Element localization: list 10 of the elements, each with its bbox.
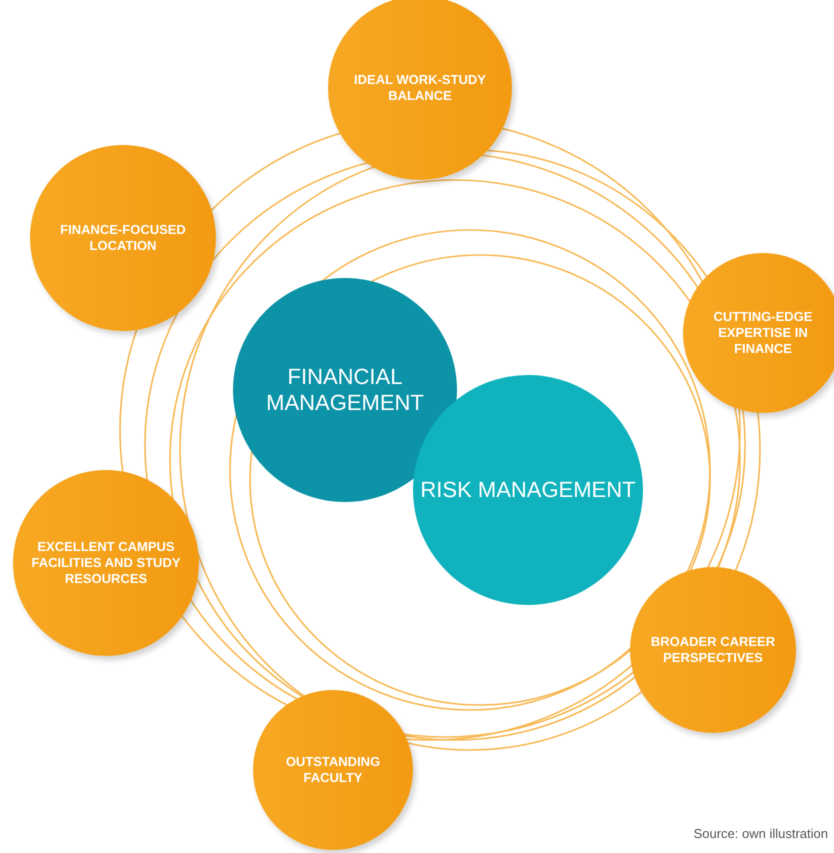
- circle-label: EXCELLENT CAMPUS FACILITIES AND STUDY RESOURCES: [30, 538, 182, 588]
- circle-label: OUTSTANDING FACULTY: [284, 754, 382, 786]
- circle-label: RISK MANAGEMENT: [420, 476, 636, 504]
- circle-label: BROADER CAREER PERSPECTIVES: [650, 634, 776, 666]
- circle-label: CUTTING-EDGE EXPERTISE IN FINANCE: [712, 308, 814, 358]
- circle-label: IDEAL WORK-STUDY BALANCE: [353, 72, 487, 104]
- circle-label: FINANCE-FOCUSED LOCATION: [59, 222, 187, 254]
- source-caption: Source: own illustration: [694, 826, 828, 841]
- circle-label: FINANCIAL MANAGEMENT: [265, 364, 425, 416]
- topic-circle: [683, 253, 834, 413]
